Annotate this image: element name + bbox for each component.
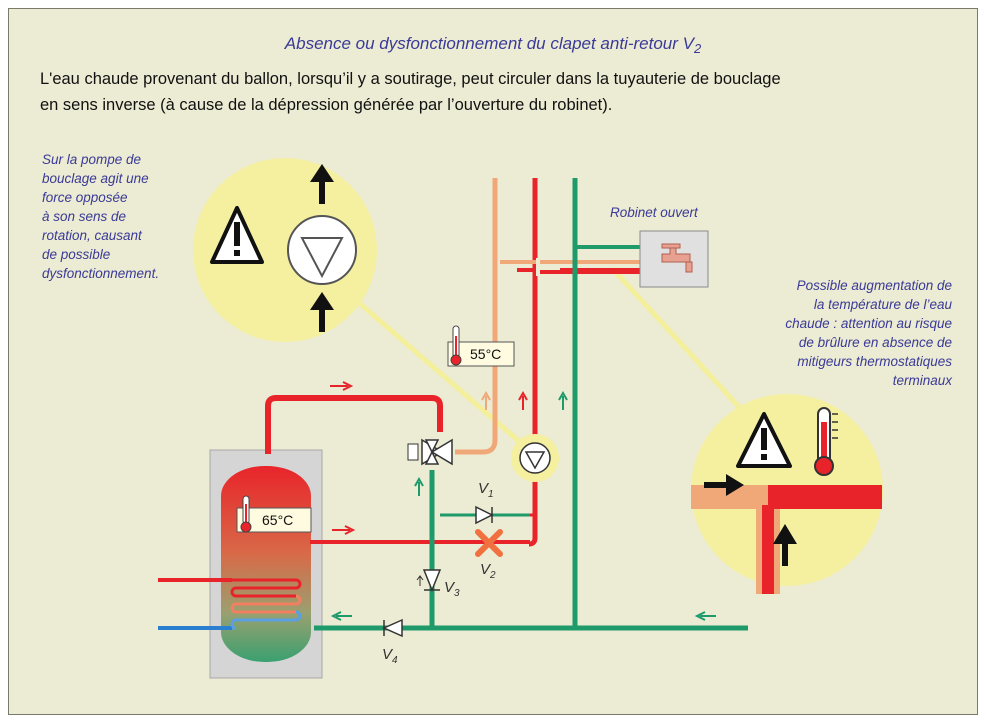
cold-water-main bbox=[314, 470, 748, 631]
return-loop-pipe bbox=[455, 178, 498, 455]
check-valve-v1-icon bbox=[475, 505, 494, 525]
pump-icon bbox=[519, 442, 551, 474]
warning-icon bbox=[210, 206, 264, 264]
intro-line-1: L'eau chaude provenant du ballon, lorsqu… bbox=[40, 70, 781, 88]
label-v2: V2 bbox=[480, 561, 496, 581]
label-v1: V1 bbox=[478, 480, 494, 500]
tank-temperature: 65°C bbox=[262, 512, 293, 528]
arrow-up-icon bbox=[773, 524, 797, 566]
intro-text: L'eau chaude provenant du ballon, lorsqu… bbox=[40, 66, 960, 118]
pump-zoom-circle bbox=[193, 158, 377, 342]
warning-icon bbox=[736, 412, 792, 468]
loop-temperature: 55°C bbox=[470, 346, 501, 362]
zoom-link-tee bbox=[610, 266, 762, 432]
pump-large-icon bbox=[287, 215, 357, 285]
temperature-note: Possible augmentation de la température … bbox=[785, 278, 952, 388]
label-v4: V4 bbox=[382, 646, 398, 666]
arrow-right-icon bbox=[704, 474, 744, 496]
tee-zoom-circle bbox=[691, 394, 883, 594]
pump-note: Sur la pompe de bouclage agit une force … bbox=[42, 152, 160, 281]
flow-arrows bbox=[330, 381, 716, 621]
arrow-up-icon bbox=[310, 164, 334, 332]
hot-outlet-pipe bbox=[265, 395, 443, 454]
check-valve-v3-icon bbox=[422, 569, 442, 593]
label-v3: V3 bbox=[444, 579, 460, 599]
intro-line-2: en sens inverse (à cause de la dépressio… bbox=[40, 96, 613, 114]
mixing-valve-icon bbox=[407, 438, 453, 466]
hot-water-tank bbox=[209, 449, 323, 679]
heating-coil bbox=[230, 578, 302, 630]
tap-label: Robinet ouvert bbox=[610, 205, 698, 220]
diagram-title: Absence ou dysfonctionnement du clapet a… bbox=[284, 34, 702, 56]
hot-riser bbox=[528, 178, 538, 547]
loop-thermometer-icon bbox=[447, 325, 515, 367]
cross-icon bbox=[475, 529, 503, 557]
tank-thermometer-icon bbox=[236, 495, 312, 533]
tap-icon bbox=[639, 230, 709, 288]
check-valve-v4-icon bbox=[382, 618, 403, 638]
thermometer-icon bbox=[814, 407, 838, 476]
